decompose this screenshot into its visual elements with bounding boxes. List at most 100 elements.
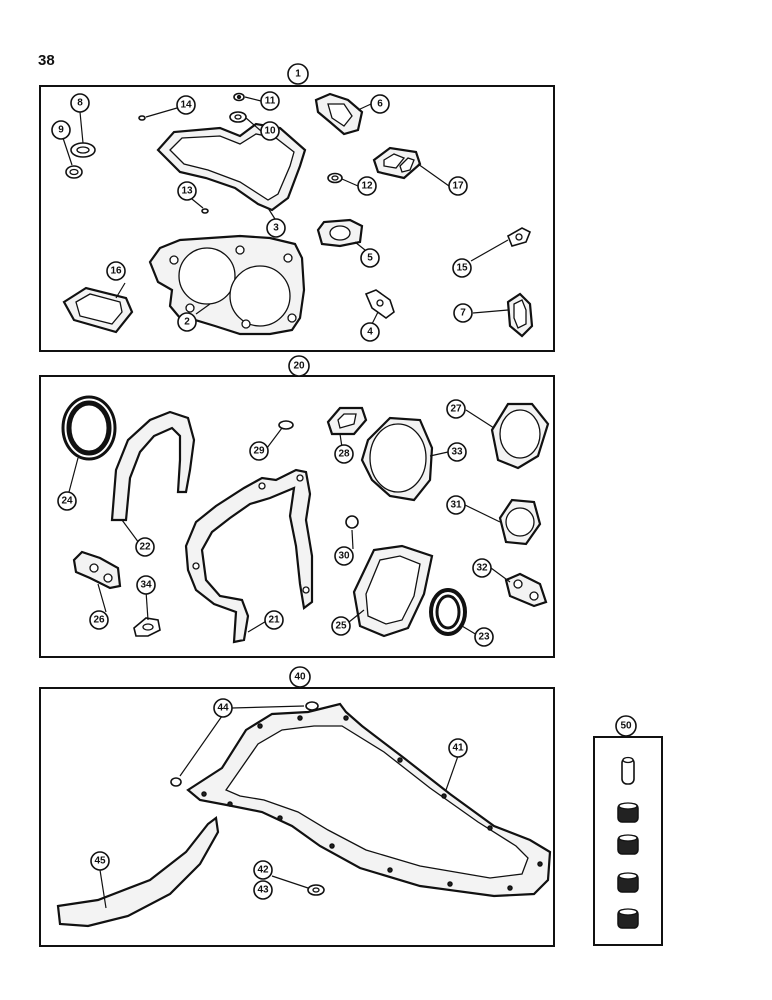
callout-10: 10 bbox=[260, 121, 280, 141]
part-45-seal-strip bbox=[56, 816, 220, 928]
callout-20: 20 bbox=[288, 355, 310, 377]
callout-27: 27 bbox=[446, 399, 466, 419]
callout-29: 29 bbox=[249, 441, 269, 461]
callout-28: 28 bbox=[334, 444, 354, 464]
part-9-seal bbox=[65, 165, 83, 179]
svg-text:30: 30 bbox=[338, 551, 350, 562]
callout-13: 13 bbox=[177, 181, 197, 201]
callout-12: 12 bbox=[357, 176, 377, 196]
callout-22: 22 bbox=[135, 537, 155, 557]
part-16-gasket bbox=[62, 286, 134, 334]
part-28-gasket bbox=[326, 406, 368, 436]
part-23-seal bbox=[429, 588, 467, 636]
callout-50: 50 bbox=[615, 715, 637, 737]
svg-text:4: 4 bbox=[367, 327, 373, 338]
callout-9: 9 bbox=[51, 120, 71, 140]
part-31-gasket bbox=[498, 498, 542, 546]
svg-text:34: 34 bbox=[140, 580, 152, 591]
part-44-washers bbox=[170, 701, 319, 787]
svg-text:8: 8 bbox=[77, 98, 83, 109]
svg-text:33: 33 bbox=[451, 447, 463, 458]
part-13-ring bbox=[201, 208, 209, 214]
callout-17: 17 bbox=[448, 176, 468, 196]
svg-text:41: 41 bbox=[452, 743, 464, 754]
part-34-gasket bbox=[133, 617, 161, 637]
page-number: 38 bbox=[38, 52, 55, 69]
callout-33: 33 bbox=[447, 442, 467, 462]
leaders-group-20 bbox=[68, 409, 511, 636]
callout-32: 32 bbox=[472, 558, 492, 578]
callout-31: 31 bbox=[446, 495, 466, 515]
callout-34: 34 bbox=[136, 575, 156, 595]
callout-41: 41 bbox=[448, 738, 468, 758]
leaders-group-1 bbox=[62, 96, 509, 325]
svg-text:43: 43 bbox=[257, 885, 269, 896]
svg-text:17: 17 bbox=[452, 181, 464, 192]
svg-text:23: 23 bbox=[478, 632, 490, 643]
part-4-gasket bbox=[364, 289, 395, 319]
callout-42: 42 bbox=[253, 860, 273, 880]
callout-8: 8 bbox=[70, 93, 90, 113]
callout-5: 5 bbox=[360, 248, 380, 268]
part-30-oring bbox=[345, 515, 359, 529]
svg-text:31: 31 bbox=[450, 500, 462, 511]
callout-30: 30 bbox=[334, 546, 354, 566]
callout-40: 40 bbox=[289, 666, 311, 688]
part-33-gasket bbox=[360, 416, 434, 502]
svg-text:6: 6 bbox=[377, 99, 383, 110]
part-6-gasket bbox=[314, 92, 364, 136]
svg-text:5: 5 bbox=[367, 253, 373, 264]
part-24-oil-seal bbox=[61, 395, 117, 461]
callout-21: 21 bbox=[264, 610, 284, 630]
part-27-gasket bbox=[490, 402, 550, 470]
svg-text:11: 11 bbox=[265, 96, 276, 107]
callout-11: 11 bbox=[260, 91, 280, 111]
part-41-oil-pan-gasket bbox=[186, 702, 552, 898]
part-42-43-washer bbox=[307, 884, 325, 896]
svg-text:10: 10 bbox=[264, 126, 276, 137]
part-15-gasket bbox=[506, 227, 532, 247]
part-26-gasket bbox=[72, 550, 122, 590]
callout-6: 6 bbox=[370, 94, 390, 114]
svg-text:26: 26 bbox=[93, 615, 105, 626]
callout-16: 16 bbox=[106, 261, 126, 281]
callout-26: 26 bbox=[89, 610, 109, 630]
svg-text:44: 44 bbox=[217, 703, 229, 714]
svg-text:14: 14 bbox=[180, 100, 192, 111]
svg-text:9: 9 bbox=[58, 125, 64, 136]
svg-text:15: 15 bbox=[456, 263, 468, 274]
svg-text:2: 2 bbox=[184, 317, 190, 328]
svg-text:3: 3 bbox=[273, 223, 279, 234]
part-2-head-gasket bbox=[148, 234, 306, 336]
callout-43: 43 bbox=[253, 880, 273, 900]
svg-text:40: 40 bbox=[294, 672, 306, 683]
callout-24: 24 bbox=[57, 491, 77, 511]
leaders-group-40 bbox=[99, 705, 459, 909]
part-32-gasket bbox=[504, 572, 548, 608]
callout-15: 15 bbox=[452, 258, 472, 278]
svg-text:16: 16 bbox=[110, 266, 122, 277]
svg-text:12: 12 bbox=[361, 181, 373, 192]
callout-14: 14 bbox=[176, 95, 196, 115]
svg-text:21: 21 bbox=[268, 615, 280, 626]
svg-text:32: 32 bbox=[476, 563, 488, 574]
svg-text:22: 22 bbox=[139, 542, 151, 553]
svg-text:13: 13 bbox=[181, 186, 193, 197]
callout-7: 7 bbox=[453, 303, 473, 323]
svg-text:29: 29 bbox=[253, 446, 265, 457]
part-8-seal bbox=[70, 142, 96, 158]
svg-text:1: 1 bbox=[295, 69, 301, 80]
part-22-gasket bbox=[110, 410, 196, 522]
callout-44: 44 bbox=[213, 698, 233, 718]
part-7-gasket bbox=[506, 292, 534, 338]
svg-text:7: 7 bbox=[460, 308, 466, 319]
svg-text:20: 20 bbox=[293, 361, 305, 372]
part-11-washer bbox=[233, 92, 245, 102]
part-21-timing-cover-gasket bbox=[184, 468, 314, 644]
svg-text:24: 24 bbox=[61, 496, 73, 507]
part-10-washer bbox=[229, 111, 247, 123]
part-17-gasket bbox=[372, 146, 422, 180]
part-29-seal bbox=[278, 420, 294, 430]
part-12-washer bbox=[327, 172, 343, 184]
